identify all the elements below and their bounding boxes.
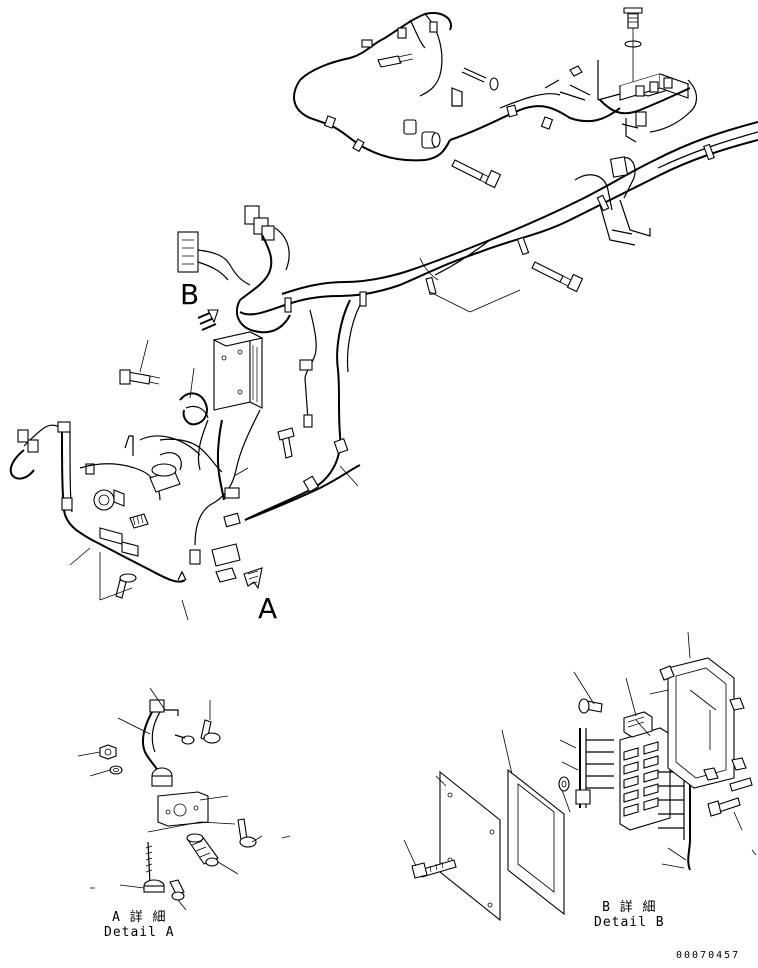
middle-left-harness (119, 299, 361, 590)
control-box (212, 331, 264, 411)
view-label-b: B (180, 278, 200, 311)
detail-a-en: Detail A (104, 925, 175, 940)
detail-a-jp: A 詳 細 (112, 910, 167, 925)
terminal-block-top (544, 7, 698, 143)
connector-cluster-b (177, 205, 291, 334)
detail-b-jp: B 詳 細 (602, 900, 657, 915)
detail-b-drawing (403, 631, 757, 922)
drawing-number: 00070457 (676, 950, 741, 961)
view-label-a: A (258, 592, 278, 625)
detail-b-en: Detail B (594, 915, 665, 930)
main-harness-assembly (9, 7, 758, 621)
detail-a-drawing (77, 687, 291, 911)
top-loop-harness (293, 12, 621, 189)
detail-a-caption: A 詳 細 Detail A (104, 910, 175, 940)
left-frame-harness (9, 339, 249, 621)
main-harness-trunk (239, 121, 758, 316)
detail-b-caption: B 詳 細 Detail B (594, 900, 665, 930)
